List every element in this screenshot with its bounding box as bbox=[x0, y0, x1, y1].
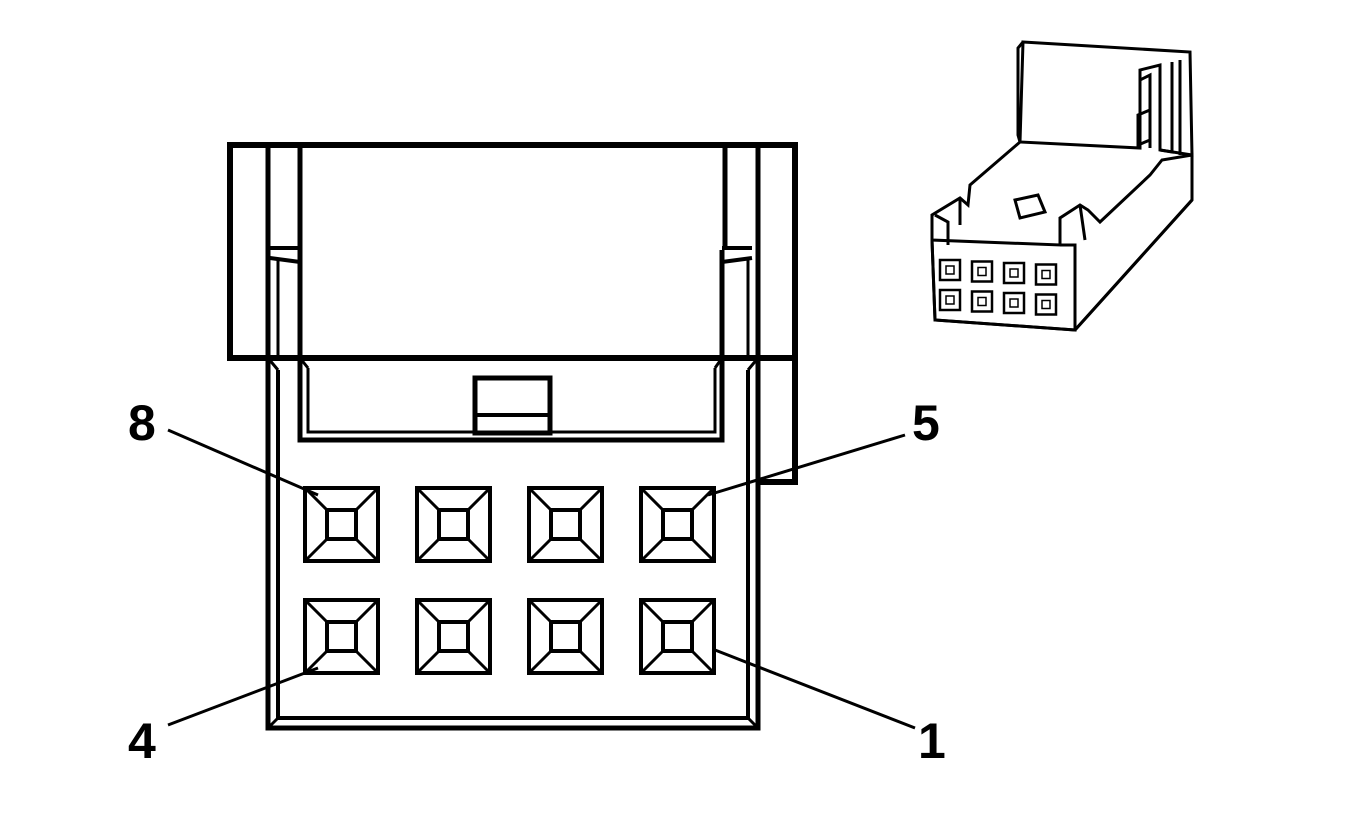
mini-cavity bbox=[938, 288, 962, 312]
mini-cavity bbox=[1002, 291, 1026, 315]
lower-body bbox=[265, 355, 761, 731]
cavity bbox=[527, 486, 604, 563]
mini-cavity bbox=[1034, 293, 1058, 316]
mini-cavity-inner bbox=[945, 295, 955, 305]
pin-label-4: 4 bbox=[128, 713, 156, 769]
polarization-key bbox=[472, 375, 553, 436]
cavity bbox=[639, 598, 716, 675]
pin-label-8: 8 bbox=[128, 395, 156, 451]
mini-cavity bbox=[938, 258, 962, 282]
mini-cavity-inner bbox=[945, 265, 955, 275]
mini-cavity-inner bbox=[1009, 298, 1019, 308]
mini-cavity bbox=[1034, 263, 1058, 286]
leader-line-5 bbox=[707, 433, 906, 497]
pin-label-1: 1 bbox=[918, 713, 946, 769]
mini-cavity-inner bbox=[1041, 299, 1051, 310]
connector-face bbox=[227, 142, 798, 731]
mini-cavity-inner bbox=[1009, 268, 1019, 278]
mini-cavity bbox=[1002, 261, 1026, 285]
mini-cavity bbox=[970, 290, 994, 313]
cavity bbox=[639, 486, 716, 563]
leader-lines bbox=[167, 428, 916, 730]
cavity-grid bbox=[303, 486, 716, 675]
mini-cavity-inner bbox=[1041, 269, 1051, 280]
cavity bbox=[527, 598, 604, 675]
right-shell bbox=[760, 145, 798, 485]
connector-isometric-view bbox=[930, 40, 1194, 332]
mini-cavity-inner bbox=[977, 266, 987, 277]
cavity bbox=[303, 598, 380, 675]
outer-housing bbox=[227, 142, 798, 361]
mini-cavity-inner bbox=[977, 296, 987, 307]
cavity bbox=[415, 598, 492, 675]
cavity bbox=[415, 486, 492, 563]
leader-line-4 bbox=[167, 666, 319, 727]
cavity bbox=[303, 486, 380, 563]
leader-line-8 bbox=[167, 428, 319, 497]
pin-label-5: 5 bbox=[912, 395, 940, 451]
leader-line-1 bbox=[714, 648, 916, 730]
mini-cavity bbox=[970, 260, 994, 283]
